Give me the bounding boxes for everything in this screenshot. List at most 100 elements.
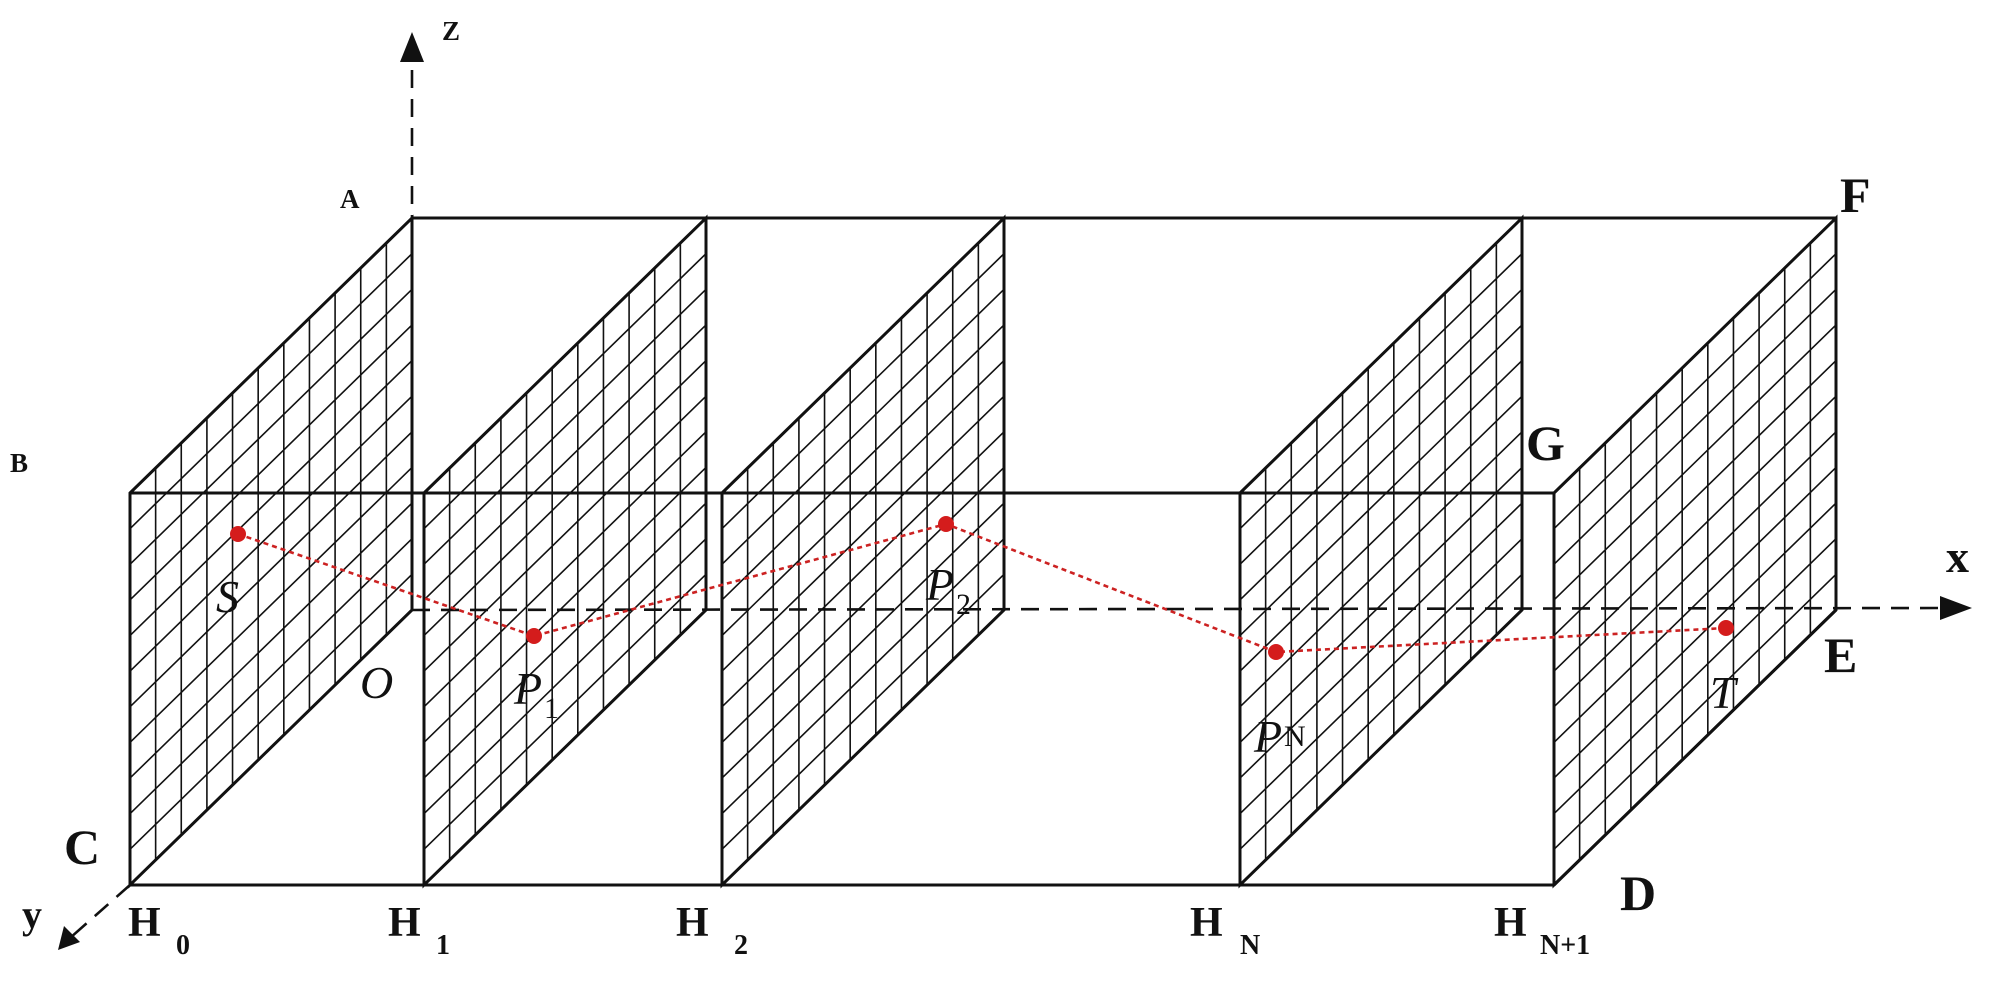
grid-line (721, 502, 1005, 779)
route-path (230, 516, 1734, 660)
plane-fill (1240, 218, 1522, 885)
grid-line (129, 288, 413, 565)
plane-label-hn1: H N+1 (1494, 900, 1590, 961)
bottom-right-edge (1552, 608, 1838, 887)
svg-text:2: 2 (734, 930, 748, 961)
grid-line (423, 502, 707, 779)
axes (58, 32, 1972, 950)
svg-text:H: H (388, 900, 421, 946)
svg-text:1: 1 (544, 692, 559, 725)
grid-line (1553, 359, 1837, 637)
grid-line (423, 395, 707, 672)
point-t (1718, 620, 1734, 636)
grid-line (423, 288, 707, 565)
grid-line (1553, 502, 1837, 779)
plane-h-3 (1238, 214, 1524, 889)
point-label-s: S (216, 571, 239, 622)
grid-line (129, 573, 413, 850)
plane-fill (722, 218, 1004, 885)
svg-text:H: H (128, 900, 161, 946)
y-axis-line (69, 884, 131, 939)
grid-line (721, 573, 1005, 850)
plane-h-0 (128, 214, 414, 889)
grid-line (129, 253, 413, 530)
grid-line (721, 253, 1005, 530)
grid-line (423, 538, 707, 815)
plane-fill (130, 218, 412, 885)
corner-d-label: D (1620, 865, 1656, 921)
point-p2 (938, 516, 954, 532)
corner-e-label: E (1824, 627, 1857, 683)
grid-line (721, 288, 1005, 565)
plane-h-4 (1552, 214, 1838, 889)
svg-text:H: H (1494, 900, 1527, 946)
point-pn (1268, 644, 1284, 660)
plane-label-h2: H 2 (676, 900, 748, 961)
x-axis-label: x (1946, 531, 1969, 582)
box-frame (130, 216, 1838, 887)
grid-line (721, 538, 1005, 815)
grid-line (129, 359, 413, 637)
grid-line (1553, 466, 1837, 744)
svg-text:P: P (1253, 711, 1282, 762)
svg-text:2: 2 (956, 588, 971, 621)
plane-grids (128, 214, 1838, 889)
point-s (230, 526, 246, 542)
grid-line (721, 431, 1005, 708)
point-label-pn: P N (1253, 711, 1306, 762)
corner-a-label: A (340, 184, 360, 214)
grid-line (423, 324, 707, 601)
point-label-t: T (1710, 667, 1739, 718)
grid-line (1239, 466, 1523, 744)
grid-line (129, 395, 413, 672)
svg-text:H: H (676, 900, 709, 946)
grid-line (1239, 431, 1523, 708)
plane-fill (424, 218, 706, 885)
grid-line (1553, 538, 1837, 815)
grid-line (423, 431, 707, 708)
point-label-p1: P 1 (513, 663, 559, 725)
plane-border (1238, 214, 1524, 889)
y-axis-arrow (58, 926, 80, 950)
grid-line (1553, 324, 1837, 601)
origin-o-label: O (360, 657, 393, 708)
y-axis-label: y (22, 892, 42, 937)
grid-line (1239, 324, 1523, 601)
svg-text:N: N (1240, 930, 1260, 961)
x-axis-line (411, 606, 1941, 612)
grid-line (1239, 502, 1523, 779)
grid-line (721, 324, 1005, 601)
svg-text:H: H (1190, 900, 1223, 946)
grid-line (423, 466, 707, 744)
z-axis-label: Z (442, 16, 460, 46)
grid-line (1553, 573, 1837, 850)
grid-line (721, 466, 1005, 744)
plane-h-1 (422, 214, 708, 889)
svg-text:1: 1 (436, 930, 450, 961)
corner-f-label: F (1840, 167, 1871, 223)
plane-h-2 (720, 214, 1006, 889)
plane-label-hn: H N (1190, 900, 1260, 961)
grid-line (1239, 359, 1523, 637)
grid-line (1239, 253, 1523, 530)
plane-label-h0: H 0 (128, 900, 190, 961)
svg-text:T: T (1710, 667, 1739, 718)
grid-line (129, 324, 413, 601)
grid-line (129, 431, 413, 708)
svg-text:0: 0 (176, 930, 190, 961)
svg-text:S: S (216, 571, 239, 622)
svg-text:P: P (513, 663, 542, 714)
grid-line (1553, 288, 1837, 565)
grid-line (1239, 573, 1523, 850)
grid-line (1239, 395, 1523, 672)
x-axis-arrow (1940, 596, 1972, 620)
grid-line (1239, 288, 1523, 565)
corner-g-label: G (1526, 415, 1565, 471)
svg-text:N: N (1284, 720, 1306, 753)
grid-line (1553, 253, 1837, 530)
grid-line (1553, 395, 1837, 672)
plane-label-h1: H 1 (388, 900, 450, 961)
svg-text:N+1: N+1 (1540, 930, 1590, 961)
grid-line (721, 359, 1005, 637)
